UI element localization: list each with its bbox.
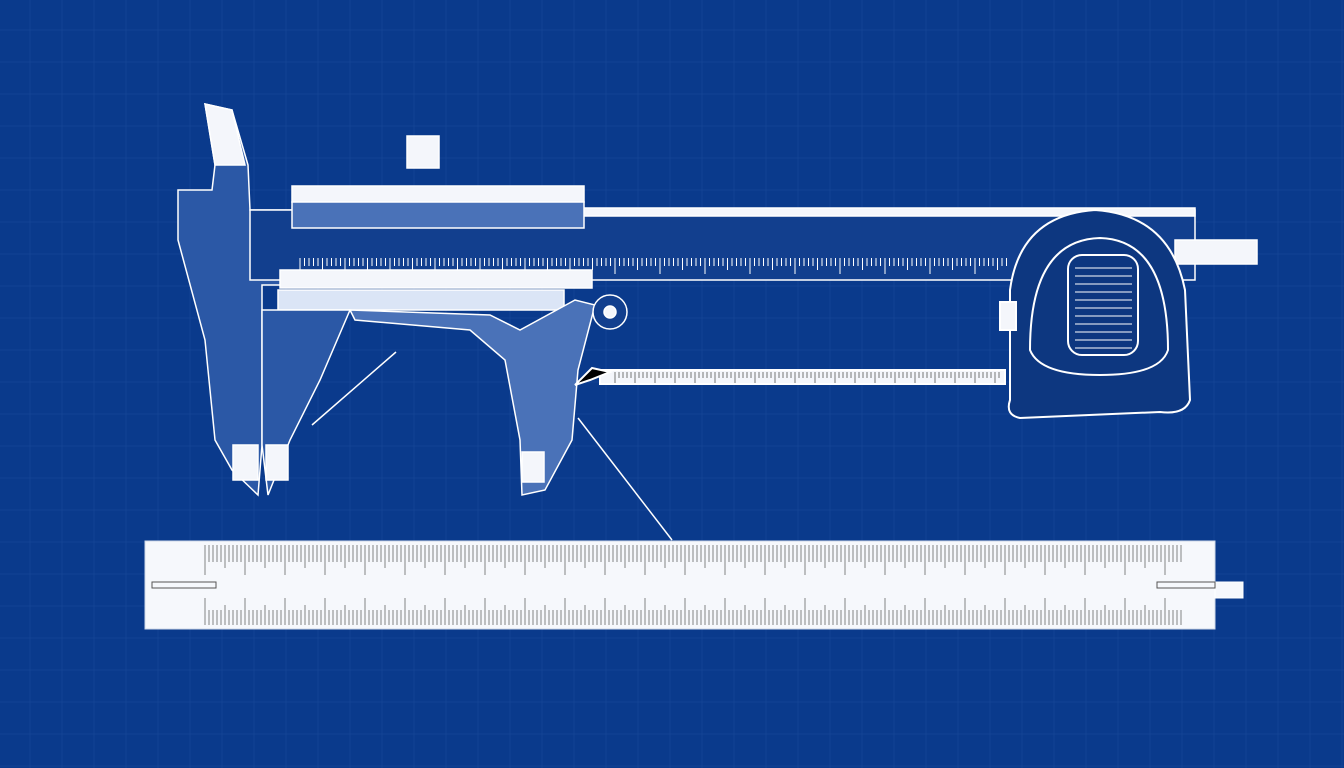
tape-measure <box>574 208 1192 420</box>
tape-measure-inner-ring <box>1028 236 1170 377</box>
caliper-slider <box>291 201 585 229</box>
caliper-depth-rod-end <box>1174 239 1258 265</box>
caliper-jaw-tip-left <box>232 444 259 481</box>
leader-line-2 <box>577 417 673 541</box>
tape-measure-hook <box>574 366 614 386</box>
tape-measure-window-lines <box>1075 267 1132 349</box>
caliper-fixed-jaw <box>177 103 293 497</box>
tape-measure-blade <box>599 369 1006 385</box>
tape-measure-housing <box>1007 208 1192 420</box>
straight-ruler <box>144 540 1244 630</box>
caliper-thumb-wheel[interactable] <box>406 135 440 169</box>
caliper-jaw-tip-slider <box>521 451 545 483</box>
ruler-body <box>144 540 1216 630</box>
caliper-jaw-tip-right <box>265 444 289 481</box>
leader-line-1 <box>311 351 397 426</box>
tape-measure-blade-scale <box>614 372 1000 383</box>
caliper-sliding-jaw <box>348 299 596 496</box>
ruler-scale <box>204 545 1182 625</box>
tape-measure-window <box>1067 254 1139 356</box>
caliper-vernier-scale <box>279 269 593 289</box>
caliper-slider-top <box>291 185 585 203</box>
tape-measure-lock-button[interactable] <box>999 301 1017 331</box>
caliper-lower-bar <box>277 289 565 311</box>
ruler-pointer-left <box>151 581 217 589</box>
caliper-upper-jaw-tip <box>204 103 246 166</box>
ruler-pointer-right <box>1156 581 1216 589</box>
caliper-lock-screw-center <box>603 305 617 319</box>
ruler-end-tab <box>1214 581 1244 599</box>
